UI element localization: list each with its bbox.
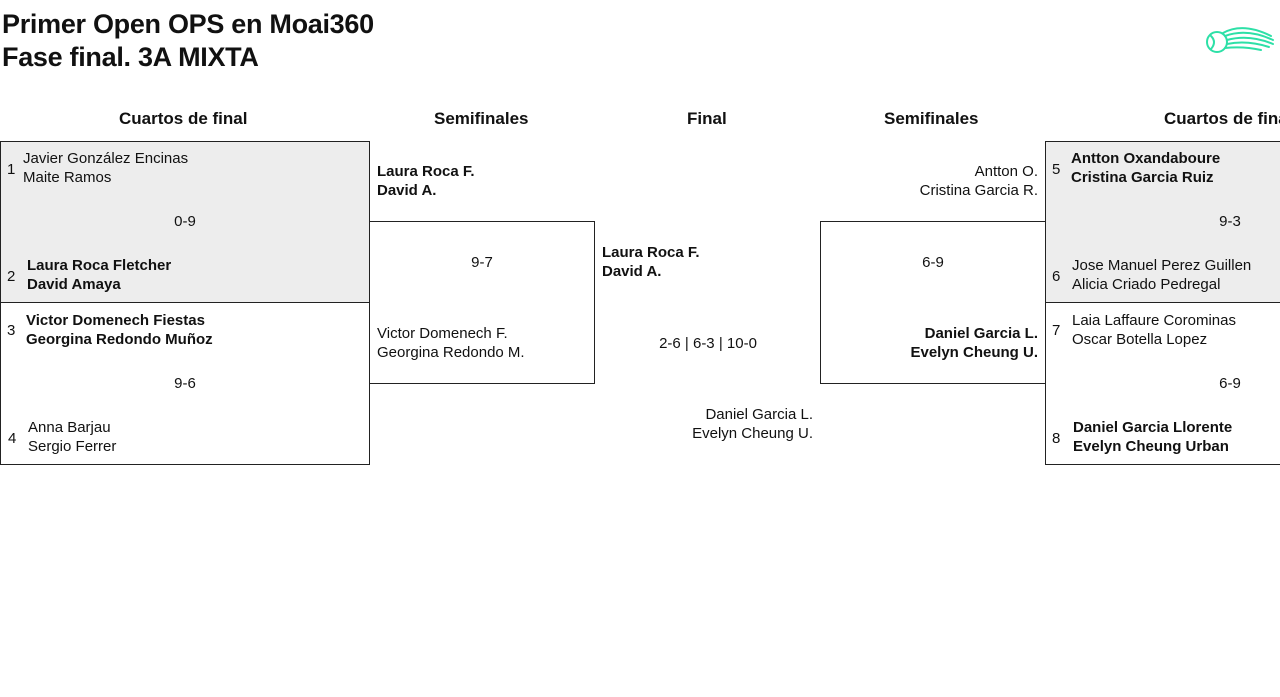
player-name: Maite Ramos	[23, 169, 112, 186]
title-line-1: Primer Open OPS en Moai360	[2, 9, 374, 39]
player-name: Antton O.	[974, 163, 1038, 180]
match-score: 0-9	[174, 213, 196, 230]
player-name: David A.	[377, 182, 437, 199]
team-qf2-top-winner: Victor Domenech Fiestas Georgina Redondo…	[26, 311, 213, 349]
seed-number: 4	[8, 430, 17, 447]
tennis-ball-logo-icon	[1206, 27, 1274, 53]
match-score: 6-9	[922, 254, 944, 271]
player-name: Laura Roca F.	[377, 163, 475, 180]
match-score: 9-7	[471, 254, 493, 271]
player-name: Laura Roca Fletcher	[27, 257, 172, 274]
header-final: Final	[687, 109, 727, 128]
match-qf-3	[1045, 141, 1280, 303]
seed-number: 6	[1052, 268, 1061, 285]
player-name: Georgina Redondo M.	[377, 344, 525, 361]
seed-number: 2	[7, 268, 16, 285]
header-semifinals-right: Semifinales	[884, 109, 979, 128]
match-score: 6-9	[1219, 375, 1241, 392]
title-line-2: Fase final. 3A MIXTA	[2, 42, 259, 72]
team-qf2-bottom: Anna Barjau Sergio Ferrer	[28, 418, 116, 456]
player-name: Evelyn Cheung Urban	[1073, 438, 1229, 455]
final-score: 2-6 | 6-3 | 10-0	[659, 335, 757, 352]
player-name: Evelyn Cheung U.	[692, 425, 813, 442]
seed-number: 8	[1052, 430, 1061, 447]
player-name: Georgina Redondo Muñoz	[26, 331, 213, 348]
team-sf1-bottom: Victor Domenech F. Georgina Redondo M.	[377, 324, 525, 362]
player-name: Daniel Garcia L.	[924, 325, 1038, 342]
match-sf-1	[369, 221, 595, 384]
player-name: Antton Oxandaboure	[1071, 150, 1221, 167]
player-name: Oscar Botella Lopez	[1072, 331, 1208, 348]
page-title: Primer Open OPS en Moai360 Fase final. 3…	[2, 8, 374, 74]
player-name: Evelyn Cheung U.	[910, 344, 1038, 361]
player-name: Victor Domenech F.	[377, 325, 508, 342]
player-name: Daniel Garcia L.	[705, 406, 813, 423]
player-name: Jose Manuel Perez Guillen	[1072, 257, 1252, 274]
team-qf3-bottom: Jose Manuel Perez Guillen Alicia Criado …	[1072, 256, 1251, 294]
player-name: Laura Roca F.	[602, 244, 700, 261]
player-name: David A.	[602, 263, 662, 280]
player-name: Javier González Encinas	[23, 150, 189, 167]
match-score: 9-6	[174, 375, 196, 392]
player-name: David Amaya	[27, 276, 121, 293]
seed-number: 3	[7, 322, 16, 339]
team-qf1-top: Javier González Encinas Maite Ramos	[23, 149, 188, 187]
header-quarterfinals-right: Cuartos de final	[1164, 109, 1280, 128]
header-semifinals-left: Semifinales	[434, 109, 529, 128]
player-name: Cristina Garcia Ruiz	[1071, 169, 1214, 186]
player-name: Alicia Criado Pedregal	[1072, 276, 1221, 293]
player-name: Victor Domenech Fiestas	[26, 312, 205, 329]
team-sf1-top-winner: Laura Roca F. David A.	[377, 162, 475, 200]
team-final-top-winner: Laura Roca F. David A.	[602, 243, 700, 281]
team-qf4-top: Laia Laffaure Corominas Oscar Botella Lo…	[1072, 311, 1236, 349]
team-final-bottom: Daniel Garcia L. Evelyn Cheung U.	[692, 405, 813, 443]
player-name: Cristina Garcia R.	[919, 182, 1038, 199]
team-qf1-bottom-winner: Laura Roca Fletcher David Amaya	[27, 256, 171, 294]
team-sf2-bottom-winner: Daniel Garcia L. Evelyn Cheung U.	[910, 324, 1038, 362]
header-quarterfinals-left: Cuartos de final	[119, 109, 248, 128]
player-name: Laia Laffaure Corominas	[1072, 312, 1236, 329]
player-name: Daniel Garcia Llorente	[1073, 419, 1233, 436]
team-qf3-top-winner: Antton Oxandaboure Cristina Garcia Ruiz	[1071, 149, 1220, 187]
seed-number: 7	[1052, 322, 1061, 339]
seed-number: 5	[1052, 161, 1061, 178]
player-name: Anna Barjau	[28, 419, 111, 436]
team-qf4-bottom-winner: Daniel Garcia Llorente Evelyn Cheung Urb…	[1073, 418, 1232, 456]
team-sf2-top: Antton O. Cristina Garcia R.	[920, 162, 1038, 200]
match-score: 9-3	[1219, 213, 1241, 230]
player-name: Sergio Ferrer	[28, 438, 117, 455]
match-qf-4	[1045, 302, 1280, 465]
seed-number: 1	[7, 161, 16, 178]
